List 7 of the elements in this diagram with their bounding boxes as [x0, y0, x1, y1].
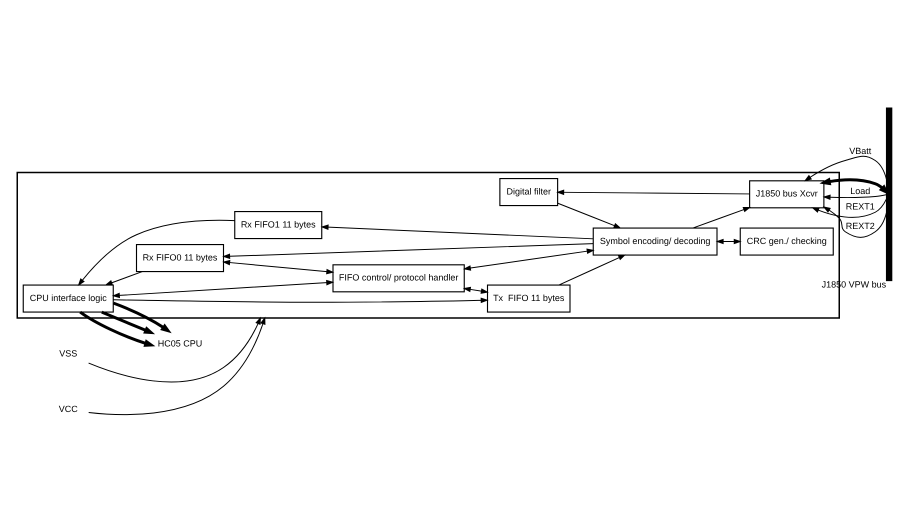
- edge-label: VBatt: [849, 146, 872, 156]
- edge-label: Load: [850, 185, 870, 196]
- node-text: HC05 CPU: [158, 338, 202, 348]
- edge-label: REXT2: [846, 220, 875, 231]
- node-text: VSS: [59, 348, 78, 358]
- node-text: VCC: [58, 403, 78, 414]
- edge-label: REXT1: [846, 201, 875, 212]
